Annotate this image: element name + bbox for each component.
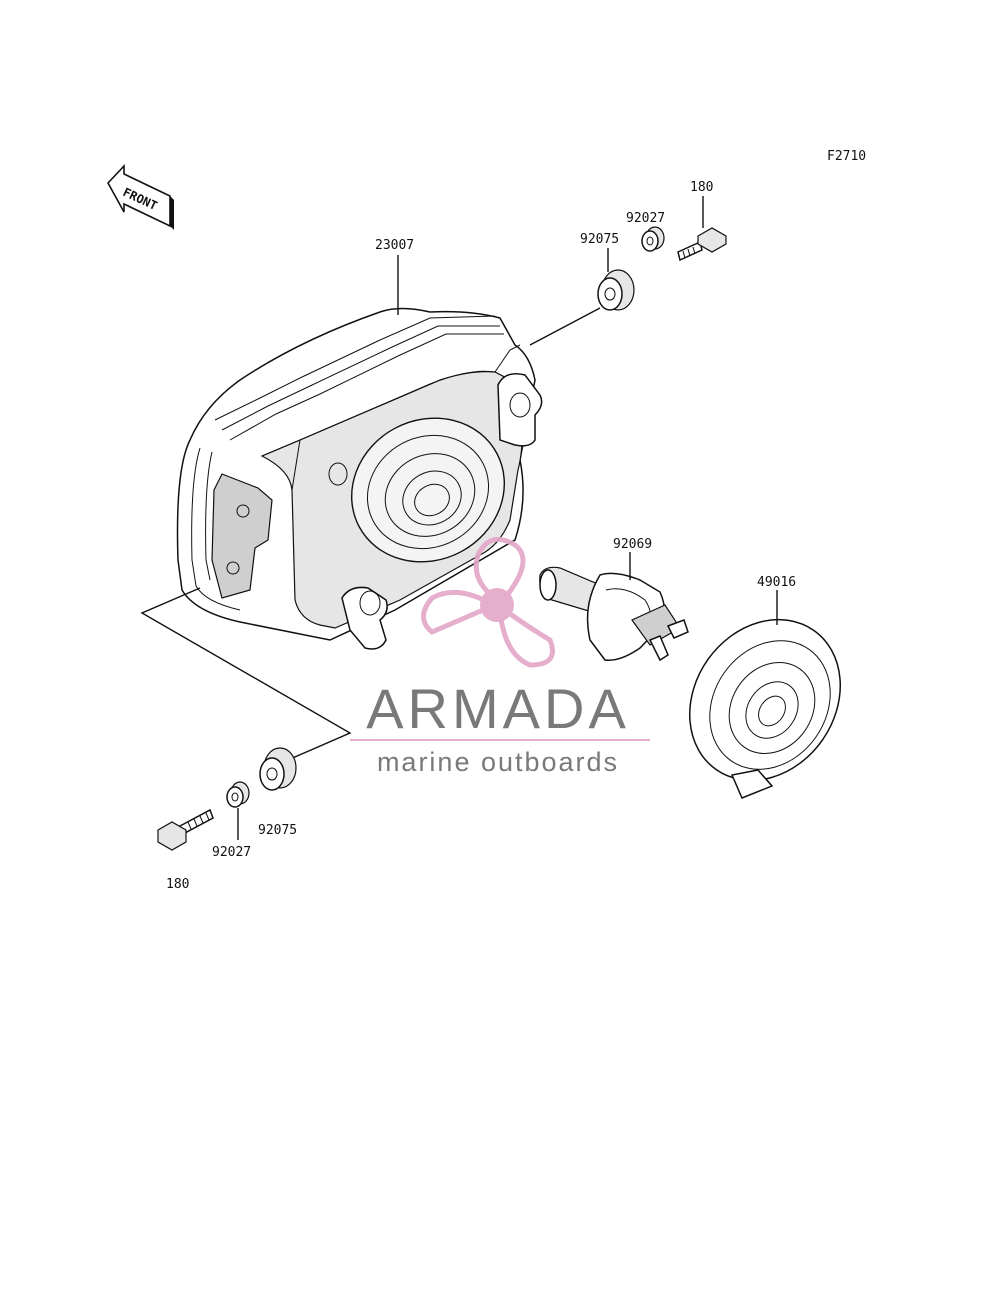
bulb-cover (688, 618, 842, 799)
damper-top (597, 269, 635, 311)
watermark-logo: ARMADA marine outboards (350, 536, 650, 777)
callout-bolt-top: 180 (690, 180, 713, 195)
collar-bottom (226, 781, 250, 808)
callout-collar-bottom: 92027 (212, 845, 251, 860)
callout-damper-top: 92075 (580, 232, 619, 247)
callout-bulb-cover: 49016 (757, 575, 796, 590)
damper-bottom (259, 747, 297, 791)
callout-damper-bottom: 92075 (258, 823, 297, 838)
callout-collar-top: 92027 (626, 211, 665, 226)
figure-code: F2710 (827, 149, 866, 164)
propeller-icon (421, 536, 555, 668)
bolt-bottom (157, 808, 214, 851)
callout-bolt-bottom: 180 (166, 877, 189, 892)
bolt-top (677, 227, 727, 262)
watermark-tagline: marine outboards (377, 747, 619, 777)
callout-headlight-housing: 23007 (375, 238, 414, 253)
callout-bulb: 92069 (613, 537, 652, 552)
bulb (539, 566, 689, 662)
front-arrow-icon: FRONT (107, 163, 174, 230)
headlight-housing (176, 307, 543, 650)
watermark-brand: ARMADA (366, 677, 630, 740)
collar-top (641, 226, 665, 252)
